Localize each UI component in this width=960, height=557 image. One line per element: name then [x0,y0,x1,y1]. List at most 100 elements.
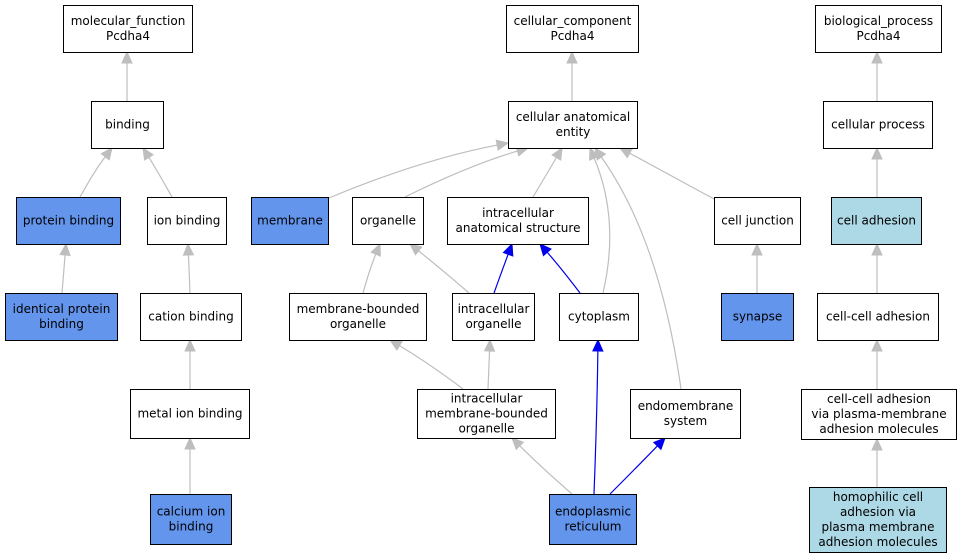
node-box [506,5,639,53]
edge-intracellular_membrane_bounded_organelle-to-intracellular_organelle [483,338,496,390]
node-label: adhesion molecules [819,422,938,436]
node-box [63,5,193,53]
node-box [809,487,947,553]
edge-cellular_anatomical_entity-to-cellular_component [566,50,578,102]
edge-line [418,250,470,294]
edge-intracellular_anatomical_structure-to-cellular_anatomical_entity [532,146,563,198]
edge-binding-to-molecular_function [121,50,133,101]
arrowhead [121,50,133,64]
arrowhead [618,147,633,159]
node-cell-cell-adhesion[interactable]: cell-cell adhesion [817,293,939,341]
node-cell-adhesion[interactable]: cell adhesion [831,197,922,245]
node-label: calcium ion [157,505,226,519]
edges-layer [59,50,883,495]
node-box [251,197,329,245]
edge-line [629,152,715,200]
edge-cell_junction-to-cellular_anatomical_entity [618,147,715,200]
arrowhead [182,242,195,256]
node-organelle[interactable]: organelle [352,197,424,245]
node-box [16,197,121,245]
arrowhead [751,242,763,256]
node-label: Pcdha4 [550,29,594,43]
arrowhead [184,338,196,352]
edge-membrane-to-cellular_anatomical_entity [328,139,510,199]
node-label: system [664,414,707,428]
edge-intracellular_organelle-to-intracellular_anatomical_structure [493,242,514,294]
node-label: homophilic cell [833,490,923,504]
arrowhead [511,437,525,451]
node-box [714,197,801,245]
node-label: binding [169,520,214,534]
arrowhead [871,242,883,256]
arrowhead [59,242,71,256]
node-box [801,389,957,440]
node-label: intracellular [482,206,554,220]
node-binding[interactable]: binding [91,101,164,149]
node-label: endoplasmic [555,505,631,519]
node-label: via plasma-membrane [811,407,946,421]
node-box [817,293,939,341]
node-label: membrane-bounded [297,302,420,316]
arrowhead [871,437,883,451]
edge-endoplasmic_reticulum-to-endomembrane_system [609,437,666,495]
edge-cellular_process-to-biological_process [871,50,883,102]
node-box [447,197,589,245]
node-cellular-process[interactable]: cellular process [823,101,933,149]
node-box [452,293,535,341]
node-box [5,293,118,341]
node-label: reticulum [565,520,622,534]
node-cation-binding[interactable]: cation binding [140,293,242,341]
node-label: membrane [257,214,323,228]
node-label: entity [556,125,591,139]
arrowhead [551,146,563,161]
edge-line [532,157,557,198]
node-box [508,101,638,149]
node-label: organelle [465,317,521,331]
node-label: protein binding [23,214,114,228]
edge-ion_binding-to-binding [142,146,173,198]
edge-line [187,254,191,294]
node-membrane[interactable]: membrane [251,197,329,245]
node-box [352,197,424,245]
node-box [630,389,741,439]
edge-metal_ion_binding-to-cation_binding [184,338,196,390]
edge-line [487,350,491,390]
edge-cell_cell_adhesion-to-cell_adhesion [871,242,883,294]
node-cytoplasm[interactable]: cytoplasm [559,293,639,341]
node-box [549,494,637,545]
node-ion-binding[interactable]: ion binding [147,197,227,245]
node-label: organelle [458,422,514,436]
arrowhead [495,139,510,151]
node-label: identical protein [13,302,111,316]
edge-organelle-to-cellular_anatomical_entity [404,145,530,198]
node-box [140,293,242,341]
edge-cytoplasm-to-cellular_anatomical_entity [589,146,611,294]
node-synapse[interactable]: synapse [721,293,794,341]
node-box [147,197,227,245]
edge-synapse-to-cell_junction [751,242,763,293]
node-label: synapse [733,310,783,324]
arrowhead [594,147,607,161]
node-protein-binding[interactable]: protein binding [16,197,121,245]
edge-line [609,445,658,495]
node-label: membrane-bounded [425,407,548,421]
node-cell-junction[interactable]: cell junction [714,197,801,245]
edge-line [493,254,509,294]
node-metal-ion-binding[interactable]: metal ion binding [130,389,250,439]
edge-line [79,156,106,198]
arrowhead [871,146,883,160]
